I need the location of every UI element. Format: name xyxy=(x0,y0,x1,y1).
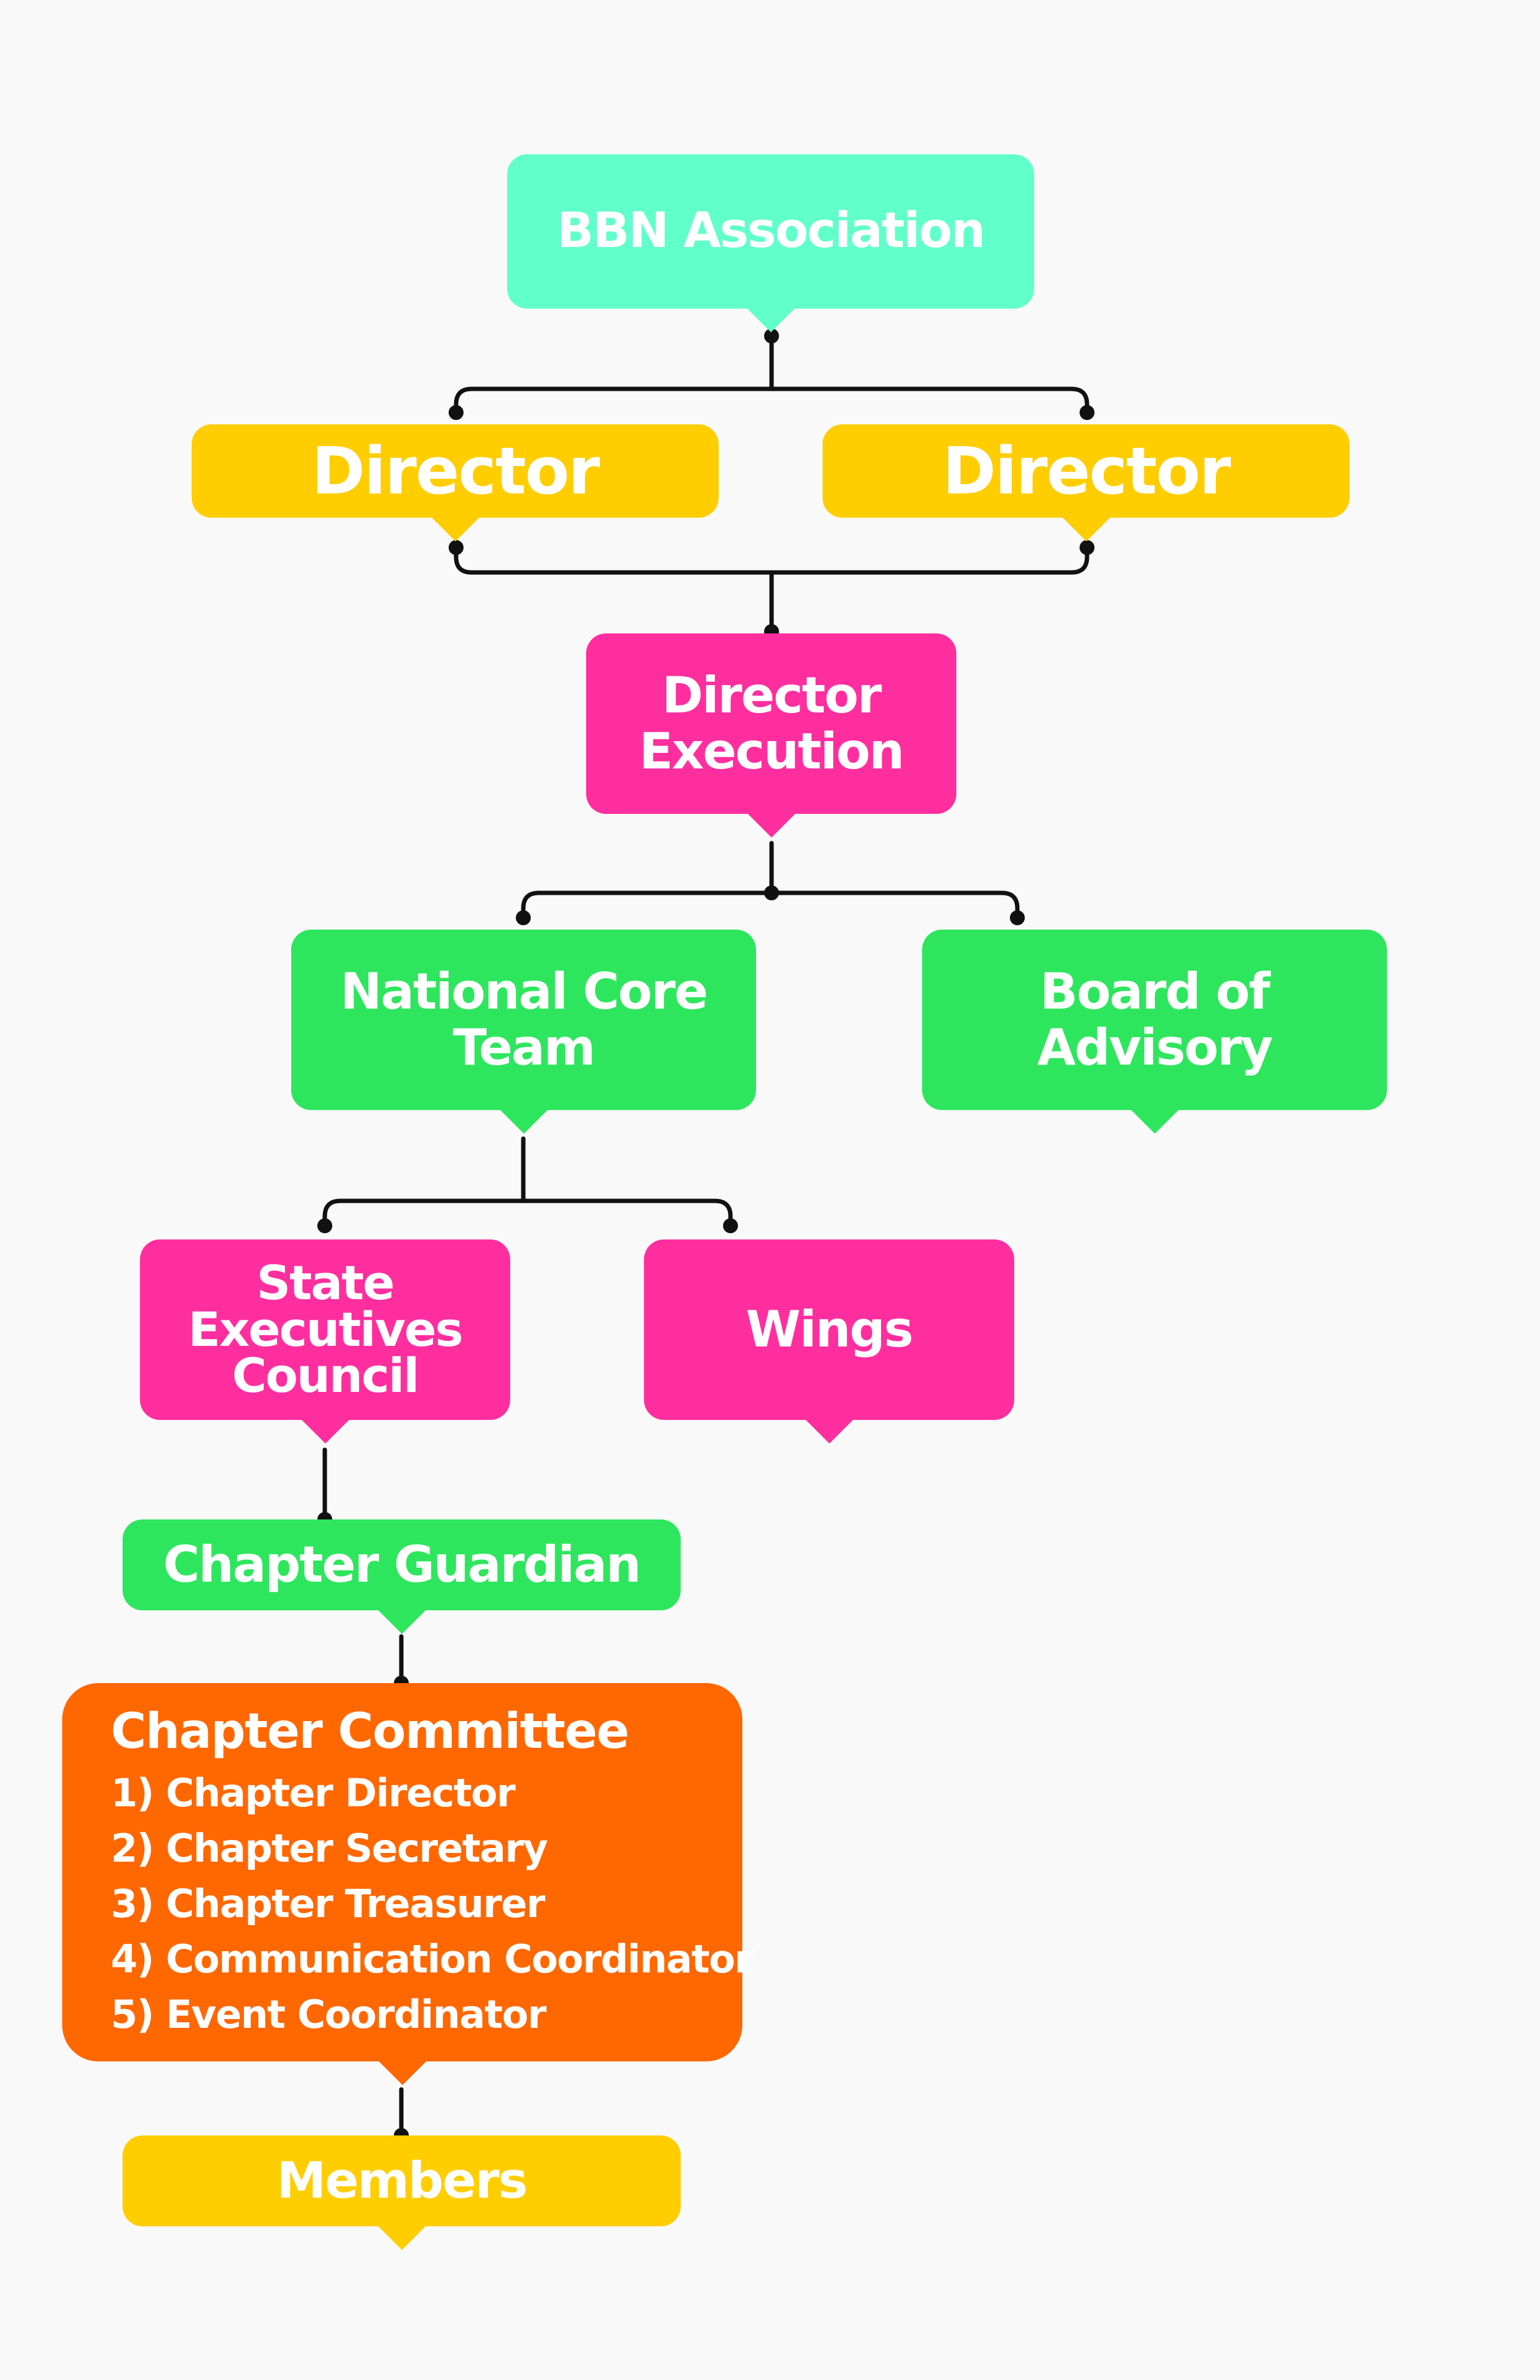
node-label: Board of Advisory xyxy=(1037,963,1273,1076)
chapter-committee-title: Chapter Committee xyxy=(111,1704,630,1760)
node-label: Chapter Guardian xyxy=(163,1536,641,1594)
node-director-left: Director xyxy=(192,424,719,518)
chapter-committee-role: 1) Chapter Director xyxy=(111,1770,516,1816)
connector-execution-to-teams xyxy=(521,841,1020,920)
connector-dot xyxy=(723,1218,738,1233)
node-chapter-committee: Chapter Committee 1) Chapter Director 2)… xyxy=(62,1683,754,2061)
node-label: State Executives Council xyxy=(188,1255,463,1404)
node-label: Members xyxy=(276,2152,528,2210)
chapter-committee-roles: 1) Chapter Director 2) Chapter Secretary… xyxy=(111,1765,754,2042)
connector-dot xyxy=(449,540,464,555)
connector-dot xyxy=(449,405,464,420)
node-bbn-association: BBN Association xyxy=(507,154,1034,309)
node-members: Members xyxy=(123,2135,681,2226)
node-label: Director xyxy=(311,432,600,509)
chapter-committee-role: 4) Communication Coordinator xyxy=(111,1936,754,1982)
connector-dot xyxy=(764,885,779,900)
chapter-committee-role: 2) Chapter Secretary xyxy=(111,1826,548,1871)
connector-directors-to-execution xyxy=(454,545,1090,634)
connector-dot xyxy=(1080,405,1094,420)
connector-nct-to-sec-wings xyxy=(322,1136,733,1228)
node-board-of-advisory: Board of Advisory xyxy=(922,930,1387,1110)
node-wings: Wings xyxy=(644,1239,1014,1420)
node-director-execution: Director Execution xyxy=(586,633,956,814)
connector-dot xyxy=(516,910,531,925)
connector-bbn-to-directors xyxy=(454,334,1090,415)
node-national-core-team: National Core Team xyxy=(291,930,756,1110)
chapter-committee-role: 3) Chapter Treasurer xyxy=(111,1881,545,1926)
node-state-executives-council: State Executives Council xyxy=(140,1239,510,1420)
connector-dot xyxy=(1010,910,1025,925)
node-label: BBN Association xyxy=(557,203,986,259)
node-director-right: Director xyxy=(823,424,1350,518)
connector-dot xyxy=(1080,540,1094,555)
node-label: National Core Team xyxy=(340,963,708,1076)
node-label: Wings xyxy=(745,1300,913,1359)
node-chapter-guardian: Chapter Guardian xyxy=(123,1519,681,1610)
connector-dot xyxy=(317,1218,332,1233)
node-label: Director Execution xyxy=(639,666,904,780)
connector-dot xyxy=(764,329,779,343)
node-label: Director xyxy=(942,432,1231,509)
chapter-committee-role: 5) Event Coordinator xyxy=(111,1992,546,2037)
